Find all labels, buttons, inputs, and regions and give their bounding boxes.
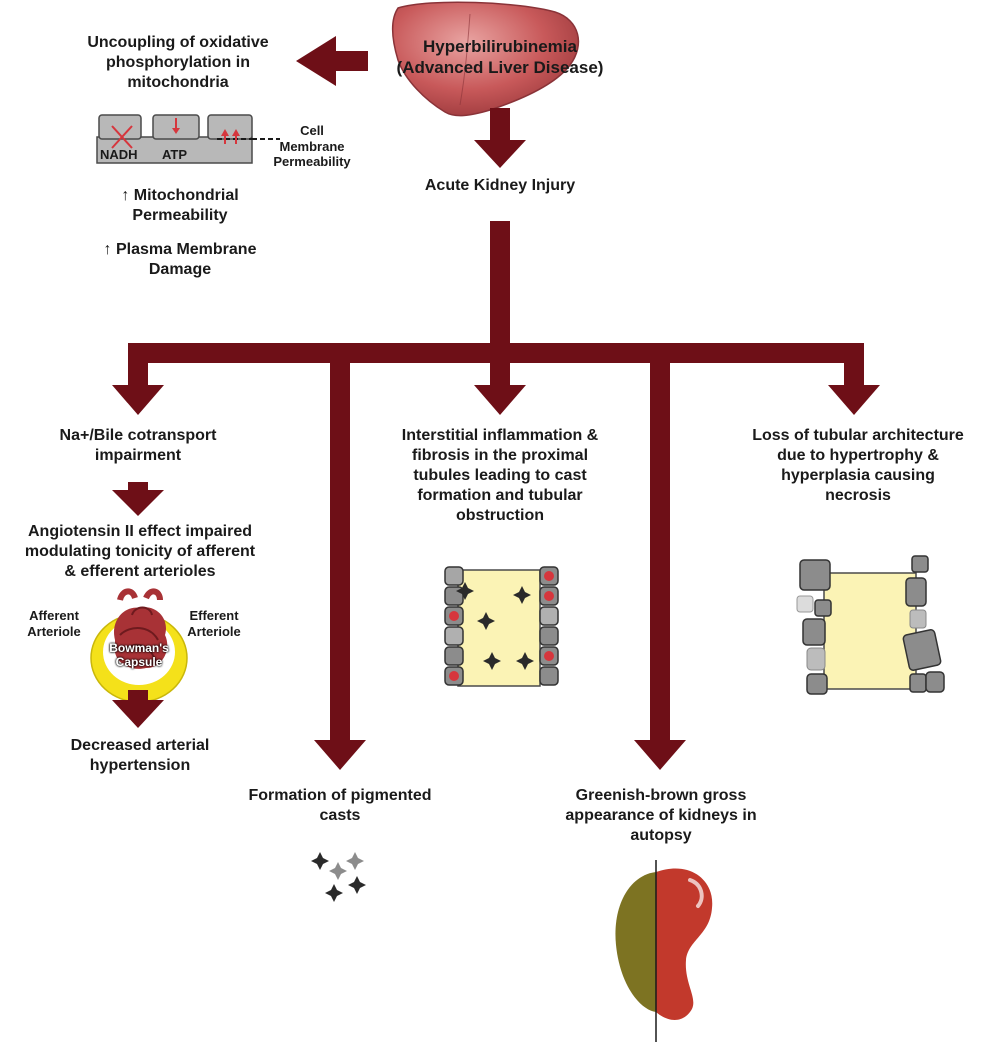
- kidney-icon: [615, 860, 713, 1042]
- arrow-liver-to-mito: [296, 36, 368, 86]
- branch4-line-1: Greenish-brown gross: [575, 787, 747, 804]
- interstitial-inflammation-label: Interstitial inflammation & fibrosis in …: [370, 426, 630, 526]
- cell-membrane-line-3: Permeability: [273, 154, 351, 170]
- bowman-line-1: Bowman's: [109, 641, 169, 655]
- bowmans-capsule-icon: [90, 588, 188, 703]
- efferent-line-2: Arteriole: [187, 623, 241, 639]
- acute-kidney-injury-label: Acute Kidney Injury: [390, 176, 610, 196]
- nadh-label: NADH: [100, 147, 138, 162]
- arrow-branch-5: [828, 343, 880, 415]
- mitochondrial-permeability-label: ↑ Mitochondrial Permeability: [90, 186, 270, 226]
- afferent-arteriole-label: Afferent Arteriole: [14, 608, 94, 639]
- branch1-line-2: impairment: [94, 447, 182, 464]
- branch3-line-3: tubules leading to cast: [413, 467, 587, 484]
- plasma-line-1: ↑ Plasma Membrane: [103, 241, 257, 258]
- cell-membrane-line-2: Membrane: [279, 138, 345, 154]
- decreased-line-1: Decreased arterial: [70, 737, 210, 754]
- branch4-line-3: autopsy: [630, 827, 692, 844]
- arrow-branch-4: [634, 358, 686, 770]
- mito-heading-line-2: phosphorylation in: [106, 54, 250, 71]
- hyperbilirubinemia-title: Hyperbilirubinemia (Advanced Liver Disea…: [380, 36, 620, 79]
- loss-of-tubular-architecture-label: Loss of tubular architecture due to hype…: [738, 426, 978, 506]
- cast-star-icons: [456, 582, 534, 670]
- afferent-line-1: Afferent: [29, 608, 79, 623]
- bowman-line-2: Capsule: [115, 655, 163, 670]
- efferent-arteriole-label: Efferent Arteriole: [174, 608, 254, 639]
- bowmans-capsule-label: Bowman's Capsule: [94, 641, 184, 670]
- afferent-line-2: Arteriole: [27, 623, 81, 639]
- arrow-liver-to-aki: [474, 108, 526, 168]
- tubule-necrosis-diagram: [796, 555, 945, 695]
- branch5-line-2: due to hypertrophy &: [777, 447, 939, 464]
- cell-membrane-permeability-label: Cell Membrane Permeability: [262, 123, 362, 170]
- branch5-line-3: hyperplasia causing: [781, 467, 935, 484]
- down-arrow-icon: [172, 118, 180, 134]
- plasma-membrane-damage-label: ↑ Plasma Membrane Damage: [80, 240, 280, 280]
- atp-label: ATP: [162, 147, 187, 162]
- liver-icon: [392, 1, 580, 117]
- plasma-line-2: Damage: [148, 261, 212, 278]
- efferent-line-1: Efferent: [189, 608, 239, 623]
- branch2-line-1: Formation of pigmented: [248, 787, 432, 804]
- pigmented-casts-icon: [311, 852, 366, 902]
- decreased-line-2: hypertension: [89, 757, 191, 774]
- mitochondria-membrane-diagram: NADH ATP: [96, 114, 280, 164]
- blocked-icon: [111, 125, 133, 149]
- cell-membrane-line-1: Cell: [300, 123, 324, 138]
- mito-perm-line-1: ↑ Mitochondrial: [121, 187, 239, 204]
- branch3-line-2: fibrosis in the proximal: [411, 447, 589, 464]
- arrow-branch-3: [474, 358, 526, 415]
- arrow-glomerulus-to-decreased: [112, 690, 164, 728]
- pigmented-casts-label: Formation of pigmented casts: [224, 786, 456, 826]
- tubule-cells-right: [539, 566, 559, 686]
- mito-perm-line-2: Permeability: [132, 207, 228, 224]
- greenish-brown-kidney-label: Greenish-brown gross appearance of kidne…: [546, 786, 776, 846]
- connector-aki-trunk: [128, 221, 864, 363]
- arrow-branch-2: [314, 358, 366, 770]
- angio-line-2: modulating tonicity of afferent: [24, 543, 256, 560]
- tubule-inflammation-diagram: [444, 566, 559, 687]
- aki-text: Acute Kidney Injury: [424, 177, 576, 194]
- title-line-1: Hyperbilirubinemia: [423, 37, 577, 56]
- branch5-line-1: Loss of tubular architecture: [752, 427, 964, 444]
- arrow-branch-1: [112, 343, 164, 415]
- branch4-line-2: appearance of kidneys in: [565, 807, 757, 824]
- angio-line-1: Angiotensin II effect impaired: [27, 523, 253, 540]
- decreased-arterial-hypertension-label: Decreased arterial hypertension: [30, 736, 250, 776]
- na-bile-cotransport-label: Na+/Bile cotransport impairment: [18, 426, 258, 466]
- arrow-na-to-angiotensin: [112, 482, 164, 516]
- angio-line-3: & efferent arterioles: [64, 563, 216, 580]
- title-line-2: (Advanced Liver Disease): [396, 58, 604, 78]
- double-up-arrow-icon: [221, 129, 240, 144]
- branch3-line-5: obstruction: [456, 507, 544, 524]
- angiotensin-effect-label: Angiotensin II effect impaired modulatin…: [2, 522, 278, 582]
- branch5-line-4: necrosis: [825, 487, 891, 504]
- branch3-line-4: formation and tubular: [417, 487, 583, 504]
- mito-heading-line-3: mitochondria: [127, 74, 229, 91]
- branch1-line-1: Na+/Bile cotransport: [59, 427, 217, 444]
- branch3-line-1: Interstitial inflammation &: [401, 427, 599, 444]
- mito-heading-line-1: Uncoupling of oxidative: [87, 34, 269, 51]
- branch2-line-2: casts: [319, 807, 361, 824]
- mito-heading: Uncoupling of oxidative phosphorylation …: [58, 33, 298, 93]
